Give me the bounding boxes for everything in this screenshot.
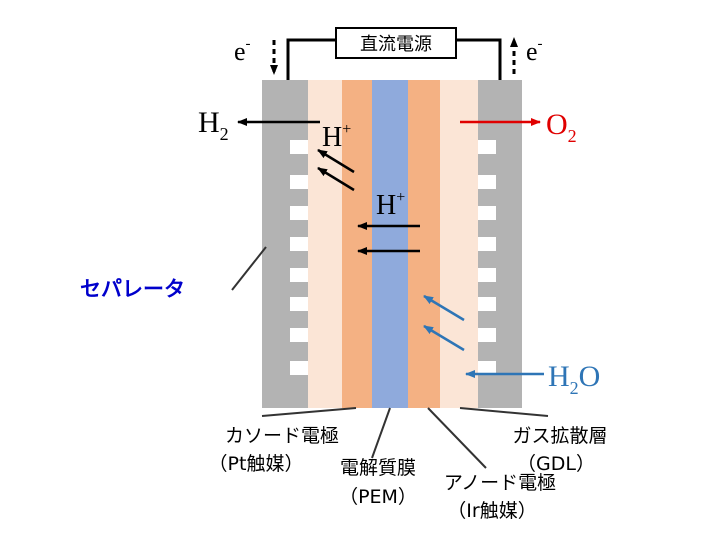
channel [478,140,496,154]
membrane-label-line1: 電解質膜 [340,457,416,479]
proton-center-label: H+ [376,189,405,221]
circuit-wire [286,38,502,80]
membrane-label-line2: （PEM） [339,486,417,508]
channel [478,268,496,282]
proton-diag-arrow-2 [317,166,355,192]
channel [290,140,308,154]
separator-label: セパレータ [80,277,185,301]
channel [290,297,308,311]
electron-right: e- [510,36,543,74]
channel [478,297,496,311]
anode-label-line1: アノード電極 [444,472,556,494]
channel [290,361,308,375]
channel [478,361,496,375]
channel [478,328,496,342]
proton-diag-arrow-1 [317,148,355,174]
water-diag-arrow-1 [423,294,465,322]
gdl-leader [459,407,549,417]
anode-label-line2: （Ir触媒） [447,500,536,522]
channel [478,206,496,220]
h2-label: H2 [198,106,229,144]
cathode-leader [261,407,357,417]
electron-right-label: e- [526,36,543,66]
electron-left-label: e- [234,36,251,66]
separator-leader [231,246,267,291]
gdl-label-line2: （GDL） [517,453,595,475]
wire-left [286,38,336,80]
cathode-channels [290,140,308,375]
anode-electrode [408,80,440,408]
channel [478,237,496,251]
hydrogen-output: H2 [198,106,320,144]
cell-layers [262,80,522,408]
channel [290,206,308,220]
anode-gdl [440,80,478,408]
cathode-electrode [342,80,372,408]
pem-membrane [372,80,408,408]
electron-left: e- [234,36,278,75]
o2-label: O2 [546,108,577,146]
water-diag-arrow-2 [423,324,465,352]
proton-upper-label: H+ [322,121,351,153]
wire-right [456,38,502,80]
cathode-gdl [308,80,342,408]
channel [478,175,496,189]
cathode-label-line2: （Pt触媒） [209,453,304,475]
channel [290,237,308,251]
h2o-label: H2O [548,360,600,398]
gdl-label-line1: ガス拡散層 [512,425,607,447]
anode-channels [478,140,496,375]
power-supply-label: 直流電源 [360,34,432,55]
bottom-leaders [261,407,549,469]
anode-leader [427,407,487,469]
channel [290,175,308,189]
power-supply-box [335,27,457,59]
channel [290,328,308,342]
cathode-label-line1: カソード電極 [225,425,339,447]
membrane-leader [371,407,391,459]
channel [290,268,308,282]
oxygen-output: O2 [460,108,577,146]
